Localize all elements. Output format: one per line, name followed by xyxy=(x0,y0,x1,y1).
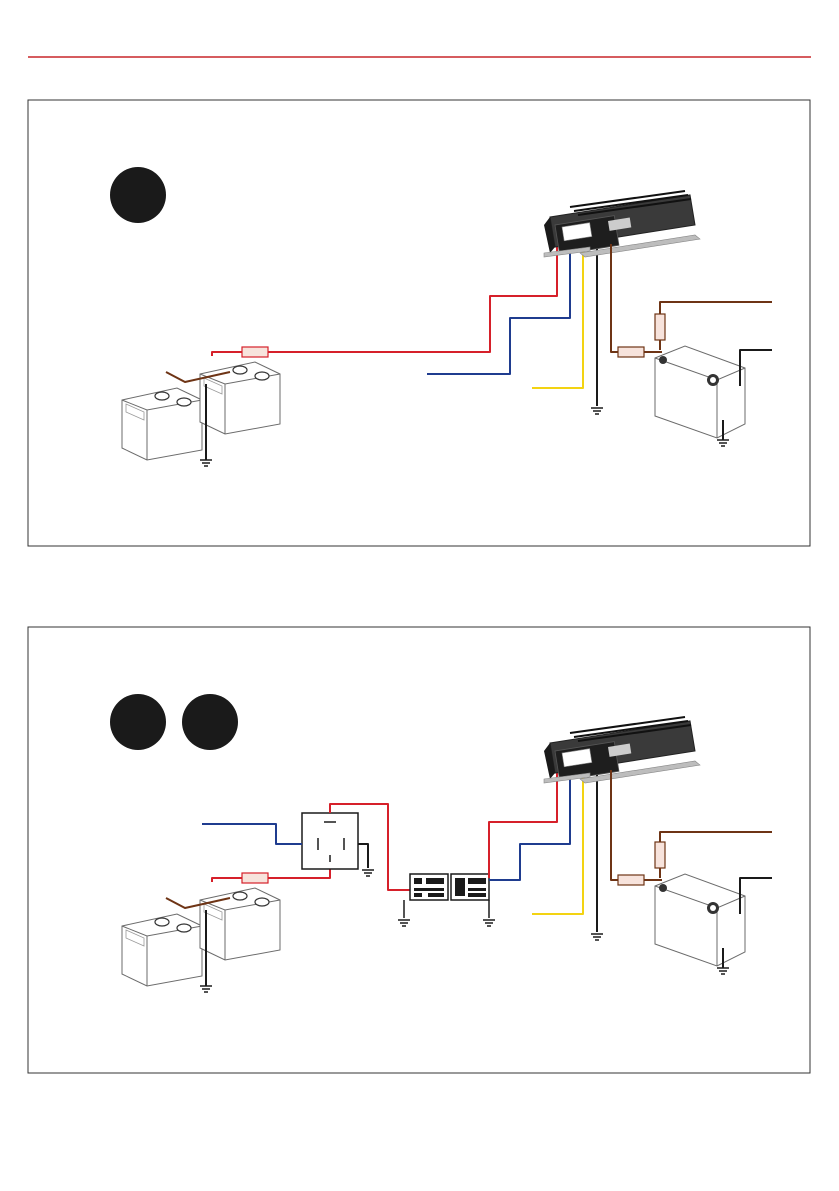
step-badge-2 xyxy=(182,694,238,750)
relay-icon xyxy=(302,813,358,869)
battery-icon xyxy=(200,888,280,960)
inline-fuse xyxy=(242,347,268,357)
step-badge-1 xyxy=(110,167,166,223)
panel-1 xyxy=(28,100,810,546)
panel-2-frame xyxy=(28,627,810,1073)
inline-fuse xyxy=(655,314,665,340)
panel-1-frame xyxy=(28,100,810,546)
step-badge-1 xyxy=(110,694,166,750)
inline-fuse xyxy=(655,842,665,868)
battery-icon xyxy=(200,362,280,434)
battery-icon xyxy=(122,388,202,460)
panel-2 xyxy=(28,627,810,1073)
inline-fuse xyxy=(242,873,268,883)
inline-fuse xyxy=(618,347,644,357)
inline-fuse xyxy=(618,875,644,885)
battery-icon xyxy=(122,914,202,986)
